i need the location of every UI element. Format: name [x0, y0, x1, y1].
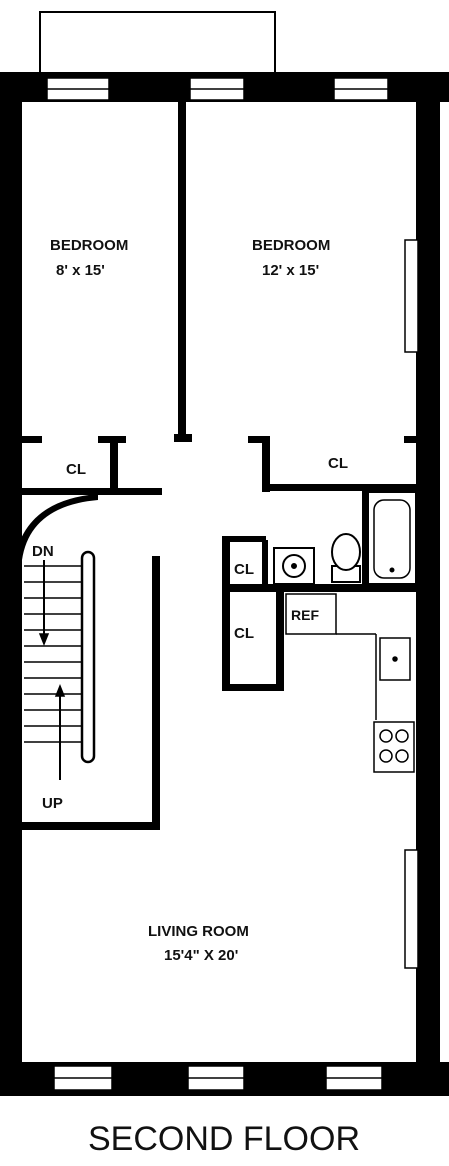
toilet	[331, 533, 361, 583]
windows-right	[404, 239, 419, 969]
bedroom-left-name: BEDROOM	[50, 237, 128, 254]
closet-left-label: CL	[66, 461, 86, 478]
closet-kitchen-label: CL	[234, 625, 254, 642]
closet-bath-label: CL	[234, 561, 254, 578]
bathtub	[367, 491, 417, 585]
stove	[373, 721, 415, 773]
bedroom-right-size: 12' x 15'	[262, 262, 319, 279]
closet-right-label: CL	[328, 455, 348, 472]
bedroom-right-name: BEDROOM	[252, 237, 330, 254]
living-room-name: LIVING ROOM	[148, 923, 249, 940]
stair-curved-wall	[14, 494, 98, 562]
staircase	[24, 550, 96, 780]
windows-bottom	[53, 1065, 383, 1091]
bath-sink	[273, 547, 315, 585]
kitchen-counter	[375, 634, 411, 720]
refrigerator	[285, 593, 376, 635]
floor-caption: SECOND FLOOR	[88, 1120, 360, 1158]
stair-up-label: UP	[42, 795, 63, 812]
interior-walls	[20, 100, 418, 830]
living-room-size: 15'4" X 20'	[164, 947, 238, 964]
balcony	[39, 11, 276, 75]
windows-top	[46, 77, 389, 101]
ref-label: REF	[291, 607, 319, 623]
stair-down-label: DN	[32, 543, 54, 560]
bedroom-left-size: 8' x 15'	[56, 262, 105, 279]
